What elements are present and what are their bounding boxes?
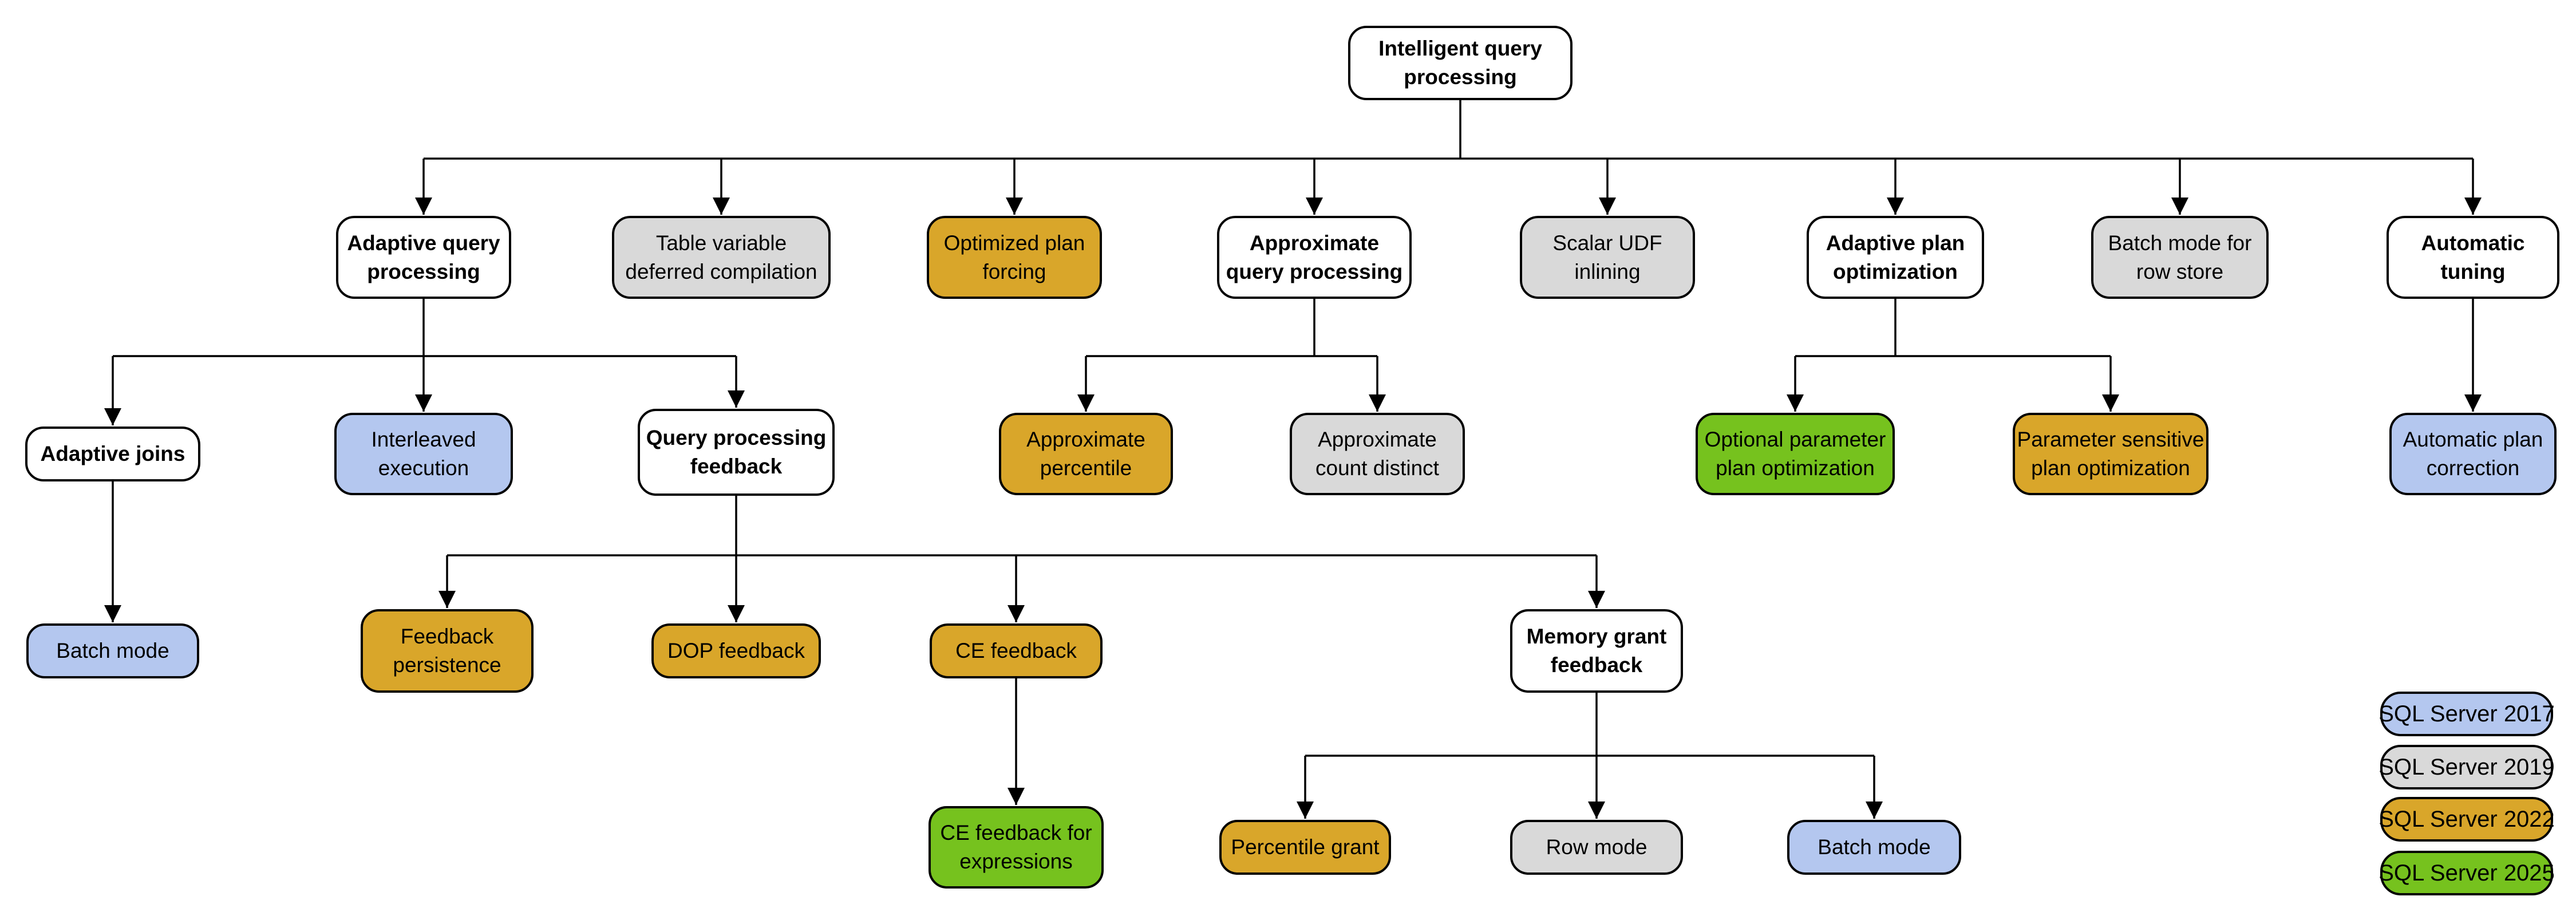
node-label: Optimized plan forcing <box>943 231 1085 283</box>
node-memory-grant-feedback: Memory grant feedback <box>1510 609 1683 693</box>
node-label: Adaptive plan optimization <box>1826 231 1965 283</box>
node-label: Approximate percentile <box>1026 428 1145 480</box>
node-percentile-grant: Percentile grant <box>1219 820 1391 875</box>
node-ce-feedback: CE feedback <box>930 623 1103 678</box>
legend-label: SQL Server 2019 <box>2379 754 2555 780</box>
node-label: Feedback persistence <box>393 625 501 677</box>
node-table-variable-deferred-compilation: Table variable deferred compilation <box>612 216 831 299</box>
node-label: Adaptive query processing <box>347 231 500 283</box>
node-label: Percentile grant <box>1231 835 1380 859</box>
node-approximate-count-distinct: Approximate count distinct <box>1290 413 1465 495</box>
node-label: Memory grant feedback <box>1526 625 1667 677</box>
node-label: CE feedback <box>955 639 1077 662</box>
node-label: Intelligent query processing <box>1378 37 1542 89</box>
node-label: DOP feedback <box>667 639 805 662</box>
legend-label: SQL Server 2022 <box>2379 806 2555 832</box>
node-automatic-tuning: Automatic tuning <box>2387 216 2559 299</box>
legend-item-sql-server-2022: SQL Server 2022 <box>2379 797 2555 842</box>
node-label: Parameter sensitive plan optimization <box>2017 428 2204 480</box>
node-label: Row mode <box>1546 835 1647 859</box>
node-label: Interleaved execution <box>371 428 476 480</box>
node-optimized-plan-forcing: Optimized plan forcing <box>927 216 1102 299</box>
node-label: CE feedback for expressions <box>940 821 1092 873</box>
node-adaptive-joins: Adaptive joins <box>25 427 200 481</box>
legend-label: SQL Server 2025 <box>2379 860 2555 886</box>
node-batch-mode-adaptive: Batch mode <box>26 623 199 678</box>
node-label: Batch mode <box>1818 835 1931 859</box>
node-automatic-plan-correction: Automatic plan correction <box>2389 413 2557 495</box>
node-scalar-udf-inlining: Scalar UDF inlining <box>1520 216 1695 299</box>
node-label: Table variable deferred compilation <box>625 231 817 283</box>
node-query-processing-feedback: Query processing feedback <box>638 409 835 496</box>
node-label: Automatic tuning <box>2421 231 2525 283</box>
node-approximate-percentile: Approximate percentile <box>999 413 1173 495</box>
node-batch-mode-memory-grant: Batch mode <box>1787 820 1961 875</box>
legend-label: SQL Server 2017 <box>2379 701 2555 727</box>
node-approximate-query-processing: Approximate query processing <box>1217 216 1412 299</box>
legend-item-sql-server-2017: SQL Server 2017 <box>2379 692 2555 736</box>
legend-item-sql-server-2025: SQL Server 2025 <box>2379 851 2555 895</box>
node-label: Batch mode for row store <box>2108 231 2252 283</box>
node-label: Optional parameter plan optimization <box>1704 428 1886 480</box>
node-label: Adaptive joins <box>40 442 185 465</box>
node-adaptive-query-processing: Adaptive query processing <box>336 216 511 299</box>
node-parameter-sensitive-plan-optimization: Parameter sensitive plan optimization <box>2013 413 2208 495</box>
node-label: Query processing feedback <box>646 426 827 478</box>
node-feedback-persistence: Feedback persistence <box>361 609 534 693</box>
node-label: Approximate query processing <box>1226 231 1403 283</box>
node-batch-mode-for-row-store: Batch mode for row store <box>2091 216 2269 299</box>
node-intelligent-query-processing: Intelligent query processing <box>1348 26 1573 100</box>
node-label: Automatic plan correction <box>2403 428 2543 480</box>
node-adaptive-plan-optimization: Adaptive plan optimization <box>1807 216 1984 299</box>
node-optional-parameter-plan-optimization: Optional parameter plan optimization <box>1696 413 1895 495</box>
node-interleaved-execution: Interleaved execution <box>334 413 513 495</box>
node-label: Approximate count distinct <box>1315 428 1439 480</box>
node-ce-feedback-for-expressions: CE feedback for expressions <box>929 806 1104 889</box>
node-label: Batch mode <box>56 639 169 662</box>
node-dop-feedback: DOP feedback <box>651 623 821 678</box>
node-label: Scalar UDF inlining <box>1552 231 1662 283</box>
node-row-mode: Row mode <box>1510 820 1683 875</box>
legend-item-sql-server-2019: SQL Server 2019 <box>2379 745 2555 789</box>
